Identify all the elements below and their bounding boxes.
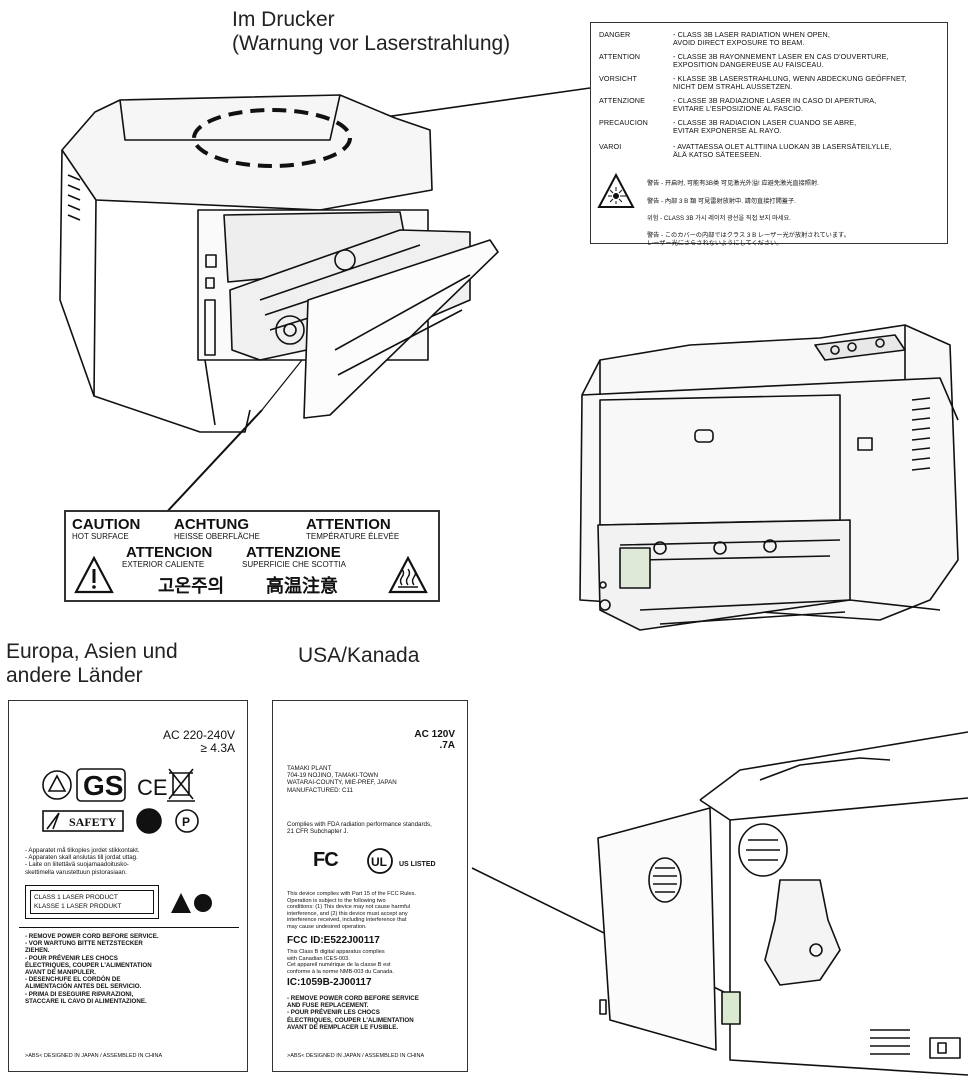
eu-rating: AC 220-240V ≥ 4.3A bbox=[163, 729, 235, 755]
hot-attention-sub: TEMPÉRATURE ÉLEVÉE bbox=[306, 532, 400, 541]
hot-atencion-sub: EXTERIOR CALIENTE bbox=[122, 560, 205, 569]
laser-hazard-icon bbox=[597, 173, 635, 208]
region-eu-heading: Europa, Asien und andere Länder bbox=[6, 640, 178, 688]
laser-row-text: - AVATTAESSA OLET ALTTIINA LUOKAN 3B LAS… bbox=[673, 142, 892, 159]
eu-voltage: AC 220-240V bbox=[162, 728, 235, 742]
laser-row-key: PRECAUCION bbox=[599, 118, 648, 127]
laser-asian-text: 警告 - 开启时, 可能有3B类 可见激光外溢! 应避免激光直接照射. 警告 -… bbox=[647, 173, 943, 254]
us-voltage: AC 120V bbox=[414, 729, 455, 740]
class1-laser-box: CLASS 1 LASER PRODUCT KLASSE 1 LASER PRO… bbox=[25, 885, 159, 919]
svg-text:UL: UL bbox=[371, 855, 387, 869]
hot-surface-label: CAUTION HOT SURFACE ACHTUNG HEISSE OBERF… bbox=[64, 510, 440, 602]
laser-row-key: ATTENZIONE bbox=[599, 96, 645, 105]
laser-asian-line: 위험 - CLASS 3B 가시 레이저 광선을 직접 보지 마세요. bbox=[647, 215, 791, 223]
laser-row-text: - CLASSE 3B RADIAZIONE LASER IN CASO DI … bbox=[673, 96, 877, 113]
us-footer: >ABS< DESIGNED IN JAPAN / ASSEMBLED IN C… bbox=[287, 1053, 425, 1059]
hot-atencion: ATTENCION bbox=[126, 544, 213, 561]
printer-rear-illustration bbox=[59, 87, 959, 631]
eu-footer: >ABS< DESIGNED IN JAPAN / ASSEMBLED IN C… bbox=[25, 1053, 163, 1059]
fcc-id: FCC ID:E522J00117 bbox=[287, 935, 380, 946]
fc-mark: FC bbox=[313, 849, 339, 871]
laser-warning-label: DANGER - CLASS 3B LASER RADIATION WHEN O… bbox=[590, 22, 948, 247]
hot-caution: CAUTION bbox=[72, 516, 141, 533]
laser-row-text: - CLASSE 3B RADIACION LASER CUANDO SE AB… bbox=[673, 118, 857, 135]
hot-attention: ATTENTION bbox=[306, 516, 391, 533]
hot-caution-sub: HOT SURFACE bbox=[72, 532, 129, 541]
tuv-icon bbox=[42, 770, 72, 800]
laser-row-text: - CLASSE 3B RAYONNEMENT LASER EN CAS D'O… bbox=[673, 52, 889, 69]
printer-side-illustration bbox=[471, 731, 968, 1076]
eu-current: ≥ 4.3A bbox=[200, 741, 235, 755]
us-rating: AC 120V .7A bbox=[414, 729, 455, 751]
eu-rating-label: AC 220-240V ≥ 4.3A GS CE SAFETY P - Appa… bbox=[8, 700, 248, 1072]
svg-text:P: P bbox=[182, 815, 190, 829]
eu-divider bbox=[19, 927, 239, 928]
laser-row-text: - CLASS 3B LASER RADIATION WHEN OPEN, AV… bbox=[673, 30, 830, 47]
inside-printer-heading: Im Drucker (Warnung vor Laserstrahlung) bbox=[232, 8, 510, 56]
safety-mark: SAFETY bbox=[69, 815, 117, 829]
us-fcc-text: This device complies with Part 15 of the… bbox=[287, 891, 417, 930]
electric-hazard-icon bbox=[171, 893, 212, 913]
laser-row-key: DANGER bbox=[599, 30, 631, 39]
hot-chinese: 高温注意 bbox=[266, 576, 338, 596]
us-canada-text: This Class B digital apparatus complies … bbox=[287, 949, 394, 975]
region-us-heading: USA/Kanada bbox=[298, 644, 420, 667]
class1-en: CLASS 1 LASER PRODUCT bbox=[34, 894, 118, 901]
region-eu-line1: Europa, Asien und bbox=[6, 640, 178, 663]
laser-row-key: VAROI bbox=[599, 142, 622, 151]
us-warnings: - REMOVE POWER CORD BEFORE SERVICE AND F… bbox=[287, 995, 419, 1031]
inside-printer-heading-line1: Im Drucker bbox=[232, 8, 335, 31]
class1-de: KLASSE 1 LASER PRODUKT bbox=[34, 903, 122, 910]
hot-korean: 고온주의 bbox=[158, 576, 225, 596]
us-fda-text: Complies with FDA radiation performance … bbox=[287, 821, 432, 836]
ic-id: IC:1059B-2J00117 bbox=[287, 977, 372, 988]
us-plant-text: TAMAKI PLANT 704-19 NOJINO, TAMAKI-TOWN … bbox=[287, 765, 397, 794]
eu-warnings: - REMOVE POWER CORD BEFORE SERVICE. - VO… bbox=[25, 933, 159, 1005]
hot-achtung: ACHTUNG bbox=[174, 516, 249, 533]
svg-text:GS: GS bbox=[83, 770, 123, 801]
region-eu-line2: andere Länder bbox=[6, 664, 143, 687]
laser-row-key: VORSICHT bbox=[599, 74, 637, 83]
hot-surface-icon bbox=[388, 556, 428, 594]
ul-icon: UL bbox=[367, 848, 393, 874]
laser-asian-line: 警告 - 內部 3 B 類 可見雷射放射中. 請勿直接打開蓋子. bbox=[647, 197, 796, 205]
hot-attenzione-sub: SUPERFICIE CHE SCOTTIA bbox=[242, 560, 347, 569]
us-rating-label: AC 120V .7A TAMAKI PLANT 704-19 NOJINO, … bbox=[272, 700, 468, 1072]
hot-achtung-sub: HEISSE OBERFLÄCHE bbox=[174, 532, 260, 541]
laser-asian-line: 警告 - このカバーの内部ではクラス 3 B レーザー光が放射されています。 レ… bbox=[647, 232, 850, 247]
eu-certification-marks: GS CE SAFETY P bbox=[42, 768, 199, 834]
laser-row-text: - KLASSE 3B LASERSTRAHLUNG, WENN ABDECKU… bbox=[673, 74, 907, 91]
inside-printer-heading-line2: (Warnung vor Laserstrahlung) bbox=[232, 32, 511, 55]
eu-nordic-text: - Apparatet må tilkoples jordet stikkont… bbox=[25, 847, 140, 876]
laser-asian-line: 警告 - 开启时, 可能有3B类 可见激光外溢! 应避免激光直接照射. bbox=[647, 180, 819, 188]
us-current: .7A bbox=[439, 740, 455, 751]
laser-row-key: ATTENTION bbox=[599, 52, 641, 61]
warning-triangle-icon bbox=[74, 556, 114, 594]
hot-attenzione: ATTENZIONE bbox=[246, 544, 341, 561]
svg-text:CE: CE bbox=[137, 775, 168, 800]
us-listed: US LISTED bbox=[399, 861, 436, 868]
